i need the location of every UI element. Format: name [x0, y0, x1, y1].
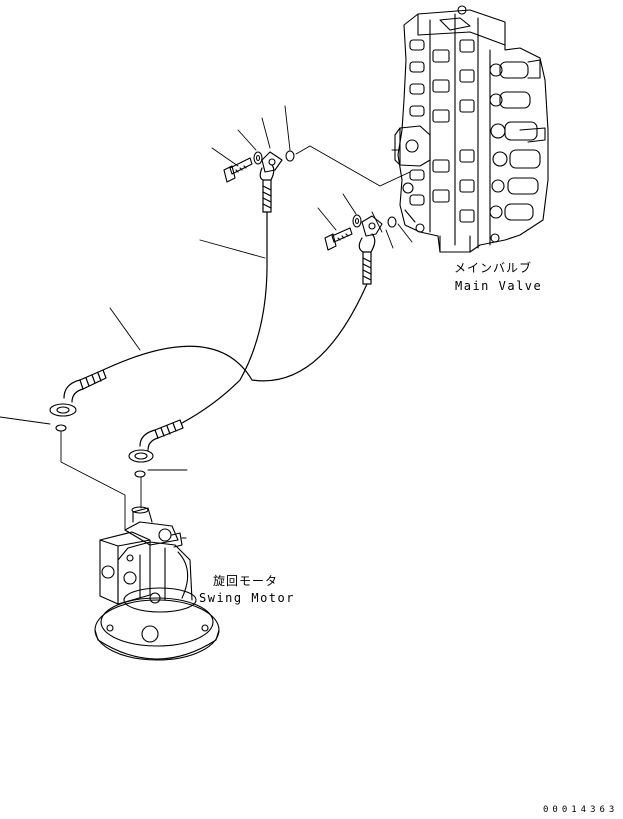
drawing-id: 00014363	[543, 805, 619, 815]
swing-motor-label-en: Swing Motor	[199, 591, 295, 605]
hose-sleeve-motor-left	[80, 370, 106, 389]
hydraulic-hoses	[64, 165, 375, 450]
swing-motor-illustration	[95, 507, 219, 660]
main-valve-label-en: Main Valve	[455, 279, 543, 293]
hose-sleeve-motor-right	[155, 420, 183, 438]
hose-sleeve-upper	[263, 180, 271, 212]
swing-motor-label-jp: 旋回モータ	[213, 574, 279, 588]
main-valve-illustration	[392, 6, 548, 252]
fittings	[50, 151, 396, 477]
main-valve-label-jp: メインバルブ	[454, 261, 533, 275]
leader-lines	[0, 106, 412, 530]
hose-sleeve-lower-valve	[363, 252, 371, 284]
